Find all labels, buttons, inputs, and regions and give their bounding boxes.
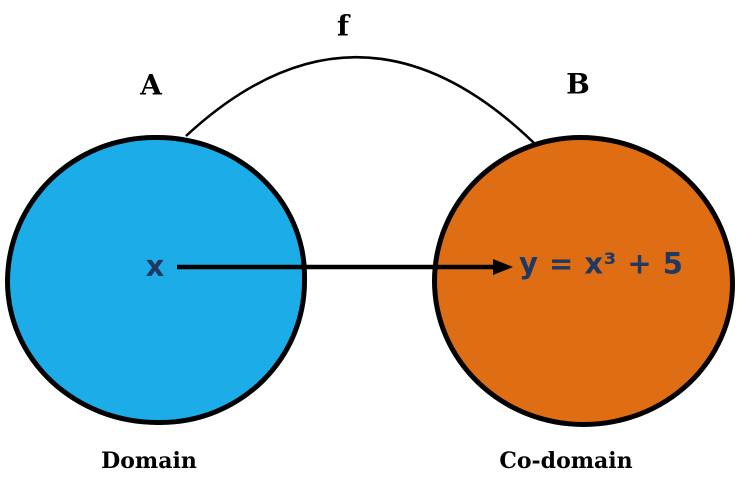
codomain-set-circle [432,135,735,427]
domain-set-label: A [140,68,162,102]
codomain-caption: Co-domain [499,448,633,474]
function-arc [185,56,535,144]
function-label: f [336,9,350,43]
domain-set-circle [5,135,307,425]
domain-caption: Domain [101,448,197,474]
codomain-element-formula: y = x³ + 5 [519,246,684,281]
codomain-set-label: B [566,67,590,101]
domain-element-label: x [145,249,165,283]
